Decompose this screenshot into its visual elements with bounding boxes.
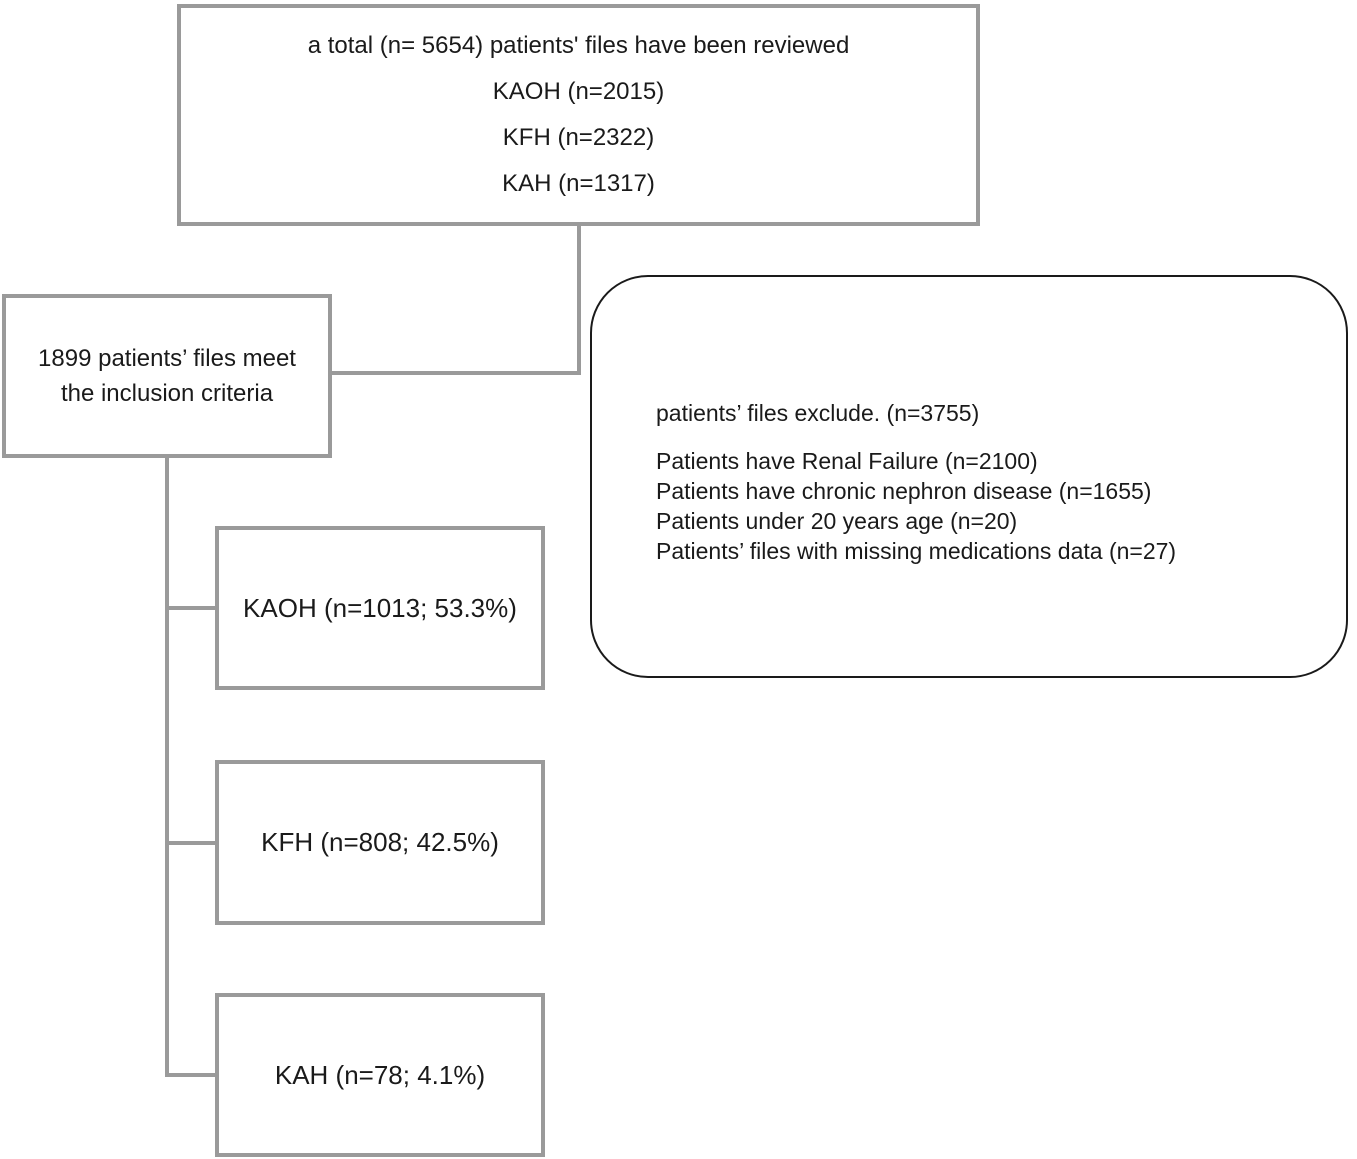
connector-branch-kaoh	[167, 606, 215, 610]
exclusion-reason-renal-failure: Patients have Renal Failure (n=2100)	[656, 447, 1038, 474]
exclusion-title: patients’ files exclude. (n=3755)	[656, 399, 980, 426]
exclusion-reason-under-20: Patients under 20 years age (n=20)	[656, 507, 1018, 534]
site-box-kfh-label: KFH (n=808; 42.5%)	[261, 827, 499, 857]
connector-total-to-branch-vertical	[577, 226, 581, 375]
site-box-kaoh: KAOH (n=1013; 53.3%)	[215, 526, 545, 690]
exclusion-reason-chronic-nephron: Patients have chronic nephron disease (n…	[656, 477, 1152, 504]
connector-branch-kah	[167, 1073, 215, 1077]
site-box-kah-label: KAH (n=78; 4.1%)	[274, 1059, 486, 1090]
total-reviewed-box: a total (n= 5654) patients' files have b…	[177, 4, 980, 226]
site-box-kaoh-label: KAOH (n=1013; 53.3%)	[243, 592, 517, 623]
connector-branch-kfh	[167, 841, 215, 845]
exclusion-reason-missing-data: Patients’ files with missing medications…	[656, 537, 1177, 564]
total-kaoh-line: KAOH (n=2015)	[492, 78, 665, 105]
connector-inclusion-down-vertical	[165, 458, 169, 1077]
connector-branch-to-inclusion-horizontal	[332, 371, 581, 375]
inclusion-line-2: the inclusion criteria	[60, 380, 274, 407]
total-kah-line: KAH (n=1317)	[502, 170, 655, 197]
exclusion-box: patients’ files exclude. (n=3755) Patien…	[590, 275, 1348, 678]
inclusion-criteria-box: 1899 patients’ files meet the inclusion …	[2, 294, 332, 458]
total-reviewed-line: a total (n= 5654) patients' files have b…	[307, 32, 850, 59]
site-box-kah: KAH (n=78; 4.1%)	[215, 993, 545, 1157]
total-kfh-line: KFH (n=2322)	[502, 124, 655, 151]
inclusion-line-1: 1899 patients’ files meet	[38, 345, 296, 372]
site-box-kfh: KFH (n=808; 42.5%)	[215, 760, 545, 925]
